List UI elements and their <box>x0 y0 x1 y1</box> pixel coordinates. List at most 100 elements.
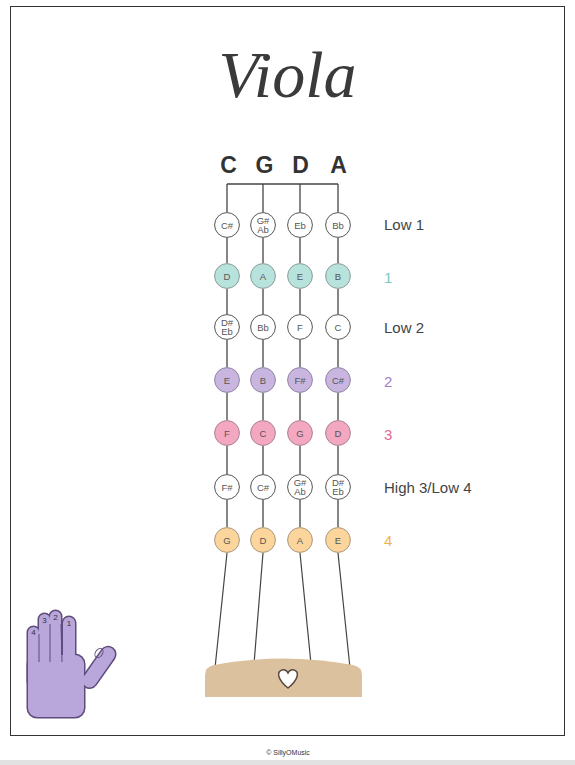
circle-shape <box>215 264 240 289</box>
circle-shape <box>288 315 313 340</box>
note-name: C# <box>330 376 346 385</box>
circle-shape <box>288 368 313 393</box>
string-line <box>262 393 263 420</box>
circle-shape <box>251 264 276 289</box>
string-line <box>299 393 300 420</box>
note-circle: G <box>214 527 240 553</box>
note-name: Bb <box>255 323 271 332</box>
note-name: C <box>255 429 271 438</box>
bottom-strip <box>0 760 575 765</box>
finger-number: 1 <box>67 620 71 628</box>
string-line <box>299 238 300 263</box>
note-name: Eb <box>292 221 308 230</box>
string-line <box>262 500 263 527</box>
note-circle: C# <box>214 212 240 238</box>
string-line <box>262 340 263 367</box>
string-line <box>226 446 227 474</box>
string-line <box>337 340 338 367</box>
circle-shape <box>251 475 276 500</box>
string-line <box>337 500 338 527</box>
string-line <box>337 393 338 420</box>
circle-shape <box>215 368 240 393</box>
note-name: A <box>292 536 308 545</box>
string-line <box>262 289 263 314</box>
circle-shape <box>326 475 351 500</box>
heart-symbol <box>279 670 298 688</box>
finger-label: Low 1 <box>384 217 424 232</box>
page-frame <box>11 7 565 736</box>
string-line <box>262 238 263 263</box>
circle-shape <box>215 475 240 500</box>
note-circle: G <box>287 420 313 446</box>
finger-label: High 3/Low 4 <box>384 480 472 495</box>
string-bracket <box>227 184 338 212</box>
note-circle: A <box>287 527 313 553</box>
finger-label: Low 2 <box>384 320 424 335</box>
note-name: G# Ab <box>255 216 271 234</box>
note-name: A <box>255 272 271 281</box>
circle-shape <box>288 264 313 289</box>
note-circle: A <box>250 263 276 289</box>
note-name: G# Ab <box>292 478 308 496</box>
string-line <box>299 446 300 474</box>
note-circle: G# Ab <box>250 212 276 238</box>
copyright-text: © SillyOMusic <box>266 749 310 756</box>
circle-shape <box>215 315 240 340</box>
circle-shape <box>251 213 276 238</box>
note-circle: D# Eb <box>325 474 351 500</box>
note-circle: Eb <box>287 212 313 238</box>
note-circle: B <box>250 367 276 393</box>
string-name: A <box>330 154 348 177</box>
note-name: F <box>292 323 308 332</box>
note-circle: G# Ab <box>287 474 313 500</box>
note-circle: D# Eb <box>214 314 240 340</box>
note-circle: D <box>325 420 351 446</box>
note-circle: E <box>325 527 351 553</box>
circle-shape <box>288 421 313 446</box>
circle-shape <box>326 264 351 289</box>
viola-strings <box>215 553 350 668</box>
circle-shape <box>251 421 276 446</box>
circle-shape <box>288 475 313 500</box>
circle-shape <box>326 368 351 393</box>
string-line <box>337 238 338 263</box>
finger-label: 3 <box>384 427 392 442</box>
note-circle: E <box>287 263 313 289</box>
string-name: G <box>256 154 275 177</box>
finger-number: 3 <box>42 617 46 625</box>
note-name: E <box>330 536 346 545</box>
note-name: G <box>292 429 308 438</box>
note-name: F <box>219 429 235 438</box>
circle-shape <box>215 528 240 553</box>
note-circle: C# <box>250 474 276 500</box>
note-circle: C <box>325 314 351 340</box>
finger-label: 1 <box>384 270 392 285</box>
string-line <box>299 289 300 314</box>
circle-shape <box>326 213 351 238</box>
note-name: D <box>219 272 235 281</box>
note-name: D# Eb <box>330 478 346 496</box>
finger-number: 2 <box>53 614 57 622</box>
finger-number: 4 <box>31 629 35 637</box>
circle-shape <box>215 421 240 446</box>
circle-shape <box>251 368 276 393</box>
string-line <box>262 446 263 474</box>
note-name: D <box>255 536 271 545</box>
string-line <box>226 500 227 527</box>
string-line <box>226 238 227 263</box>
note-circle: E <box>214 367 240 393</box>
string-name: C <box>220 154 238 177</box>
circle-shape <box>288 528 313 553</box>
string-line <box>299 340 300 367</box>
string-line <box>337 289 338 314</box>
note-circle: D <box>214 263 240 289</box>
note-name: E <box>219 376 235 385</box>
note-name: Bb <box>330 221 346 230</box>
note-name: E <box>292 272 308 281</box>
note-circle: D <box>250 527 276 553</box>
note-circle: F# <box>287 367 313 393</box>
note-circle: C# <box>325 367 351 393</box>
note-name: C# <box>255 483 271 492</box>
circle-shape <box>215 213 240 238</box>
